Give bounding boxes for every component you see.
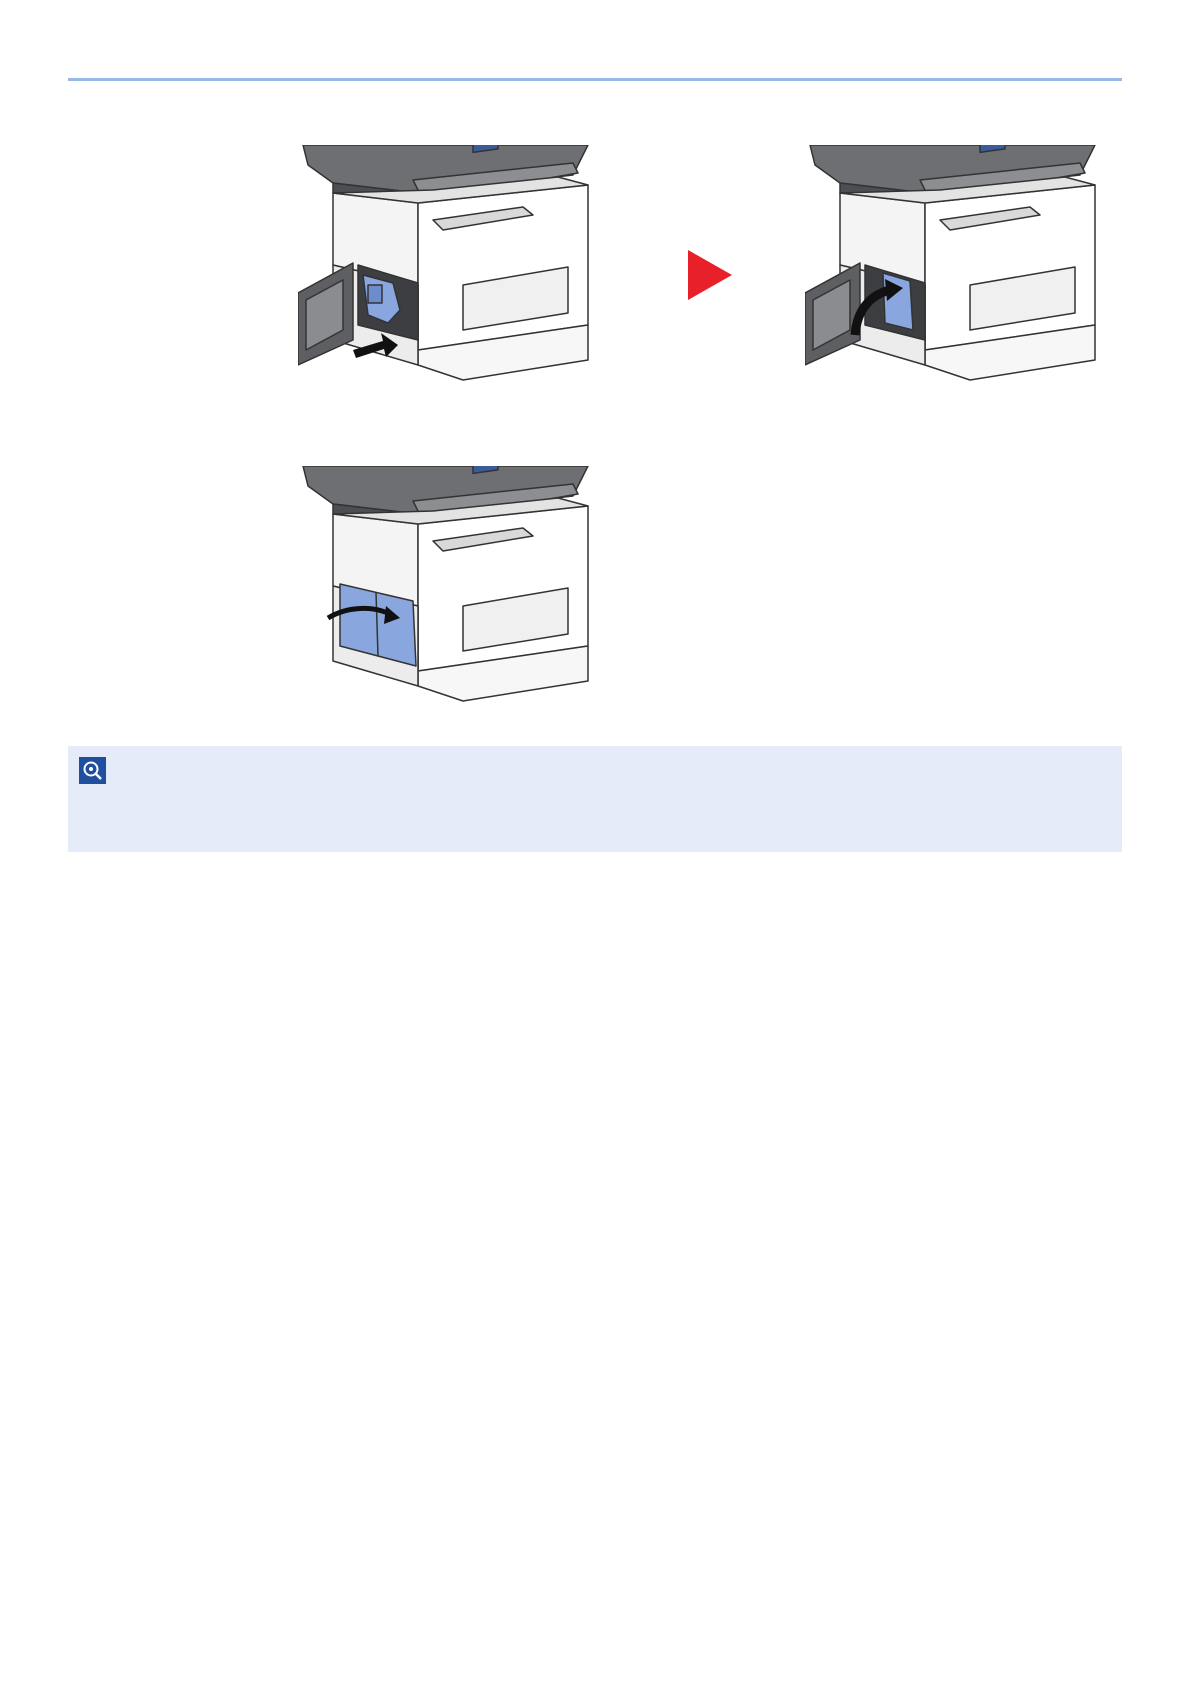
next-step-arrow-icon bbox=[688, 250, 732, 300]
printer-illustration bbox=[303, 466, 588, 701]
printer-illustration bbox=[298, 145, 588, 380]
figure-insert-waste-toner-box bbox=[298, 145, 598, 400]
figure-close-left-cover bbox=[298, 466, 598, 721]
note-box bbox=[68, 746, 1122, 852]
figure-lift-and-seat-waste-toner-box bbox=[805, 145, 1105, 400]
note-icon bbox=[79, 757, 106, 784]
header-rule bbox=[68, 78, 1122, 81]
printer-illustration bbox=[805, 145, 1095, 380]
